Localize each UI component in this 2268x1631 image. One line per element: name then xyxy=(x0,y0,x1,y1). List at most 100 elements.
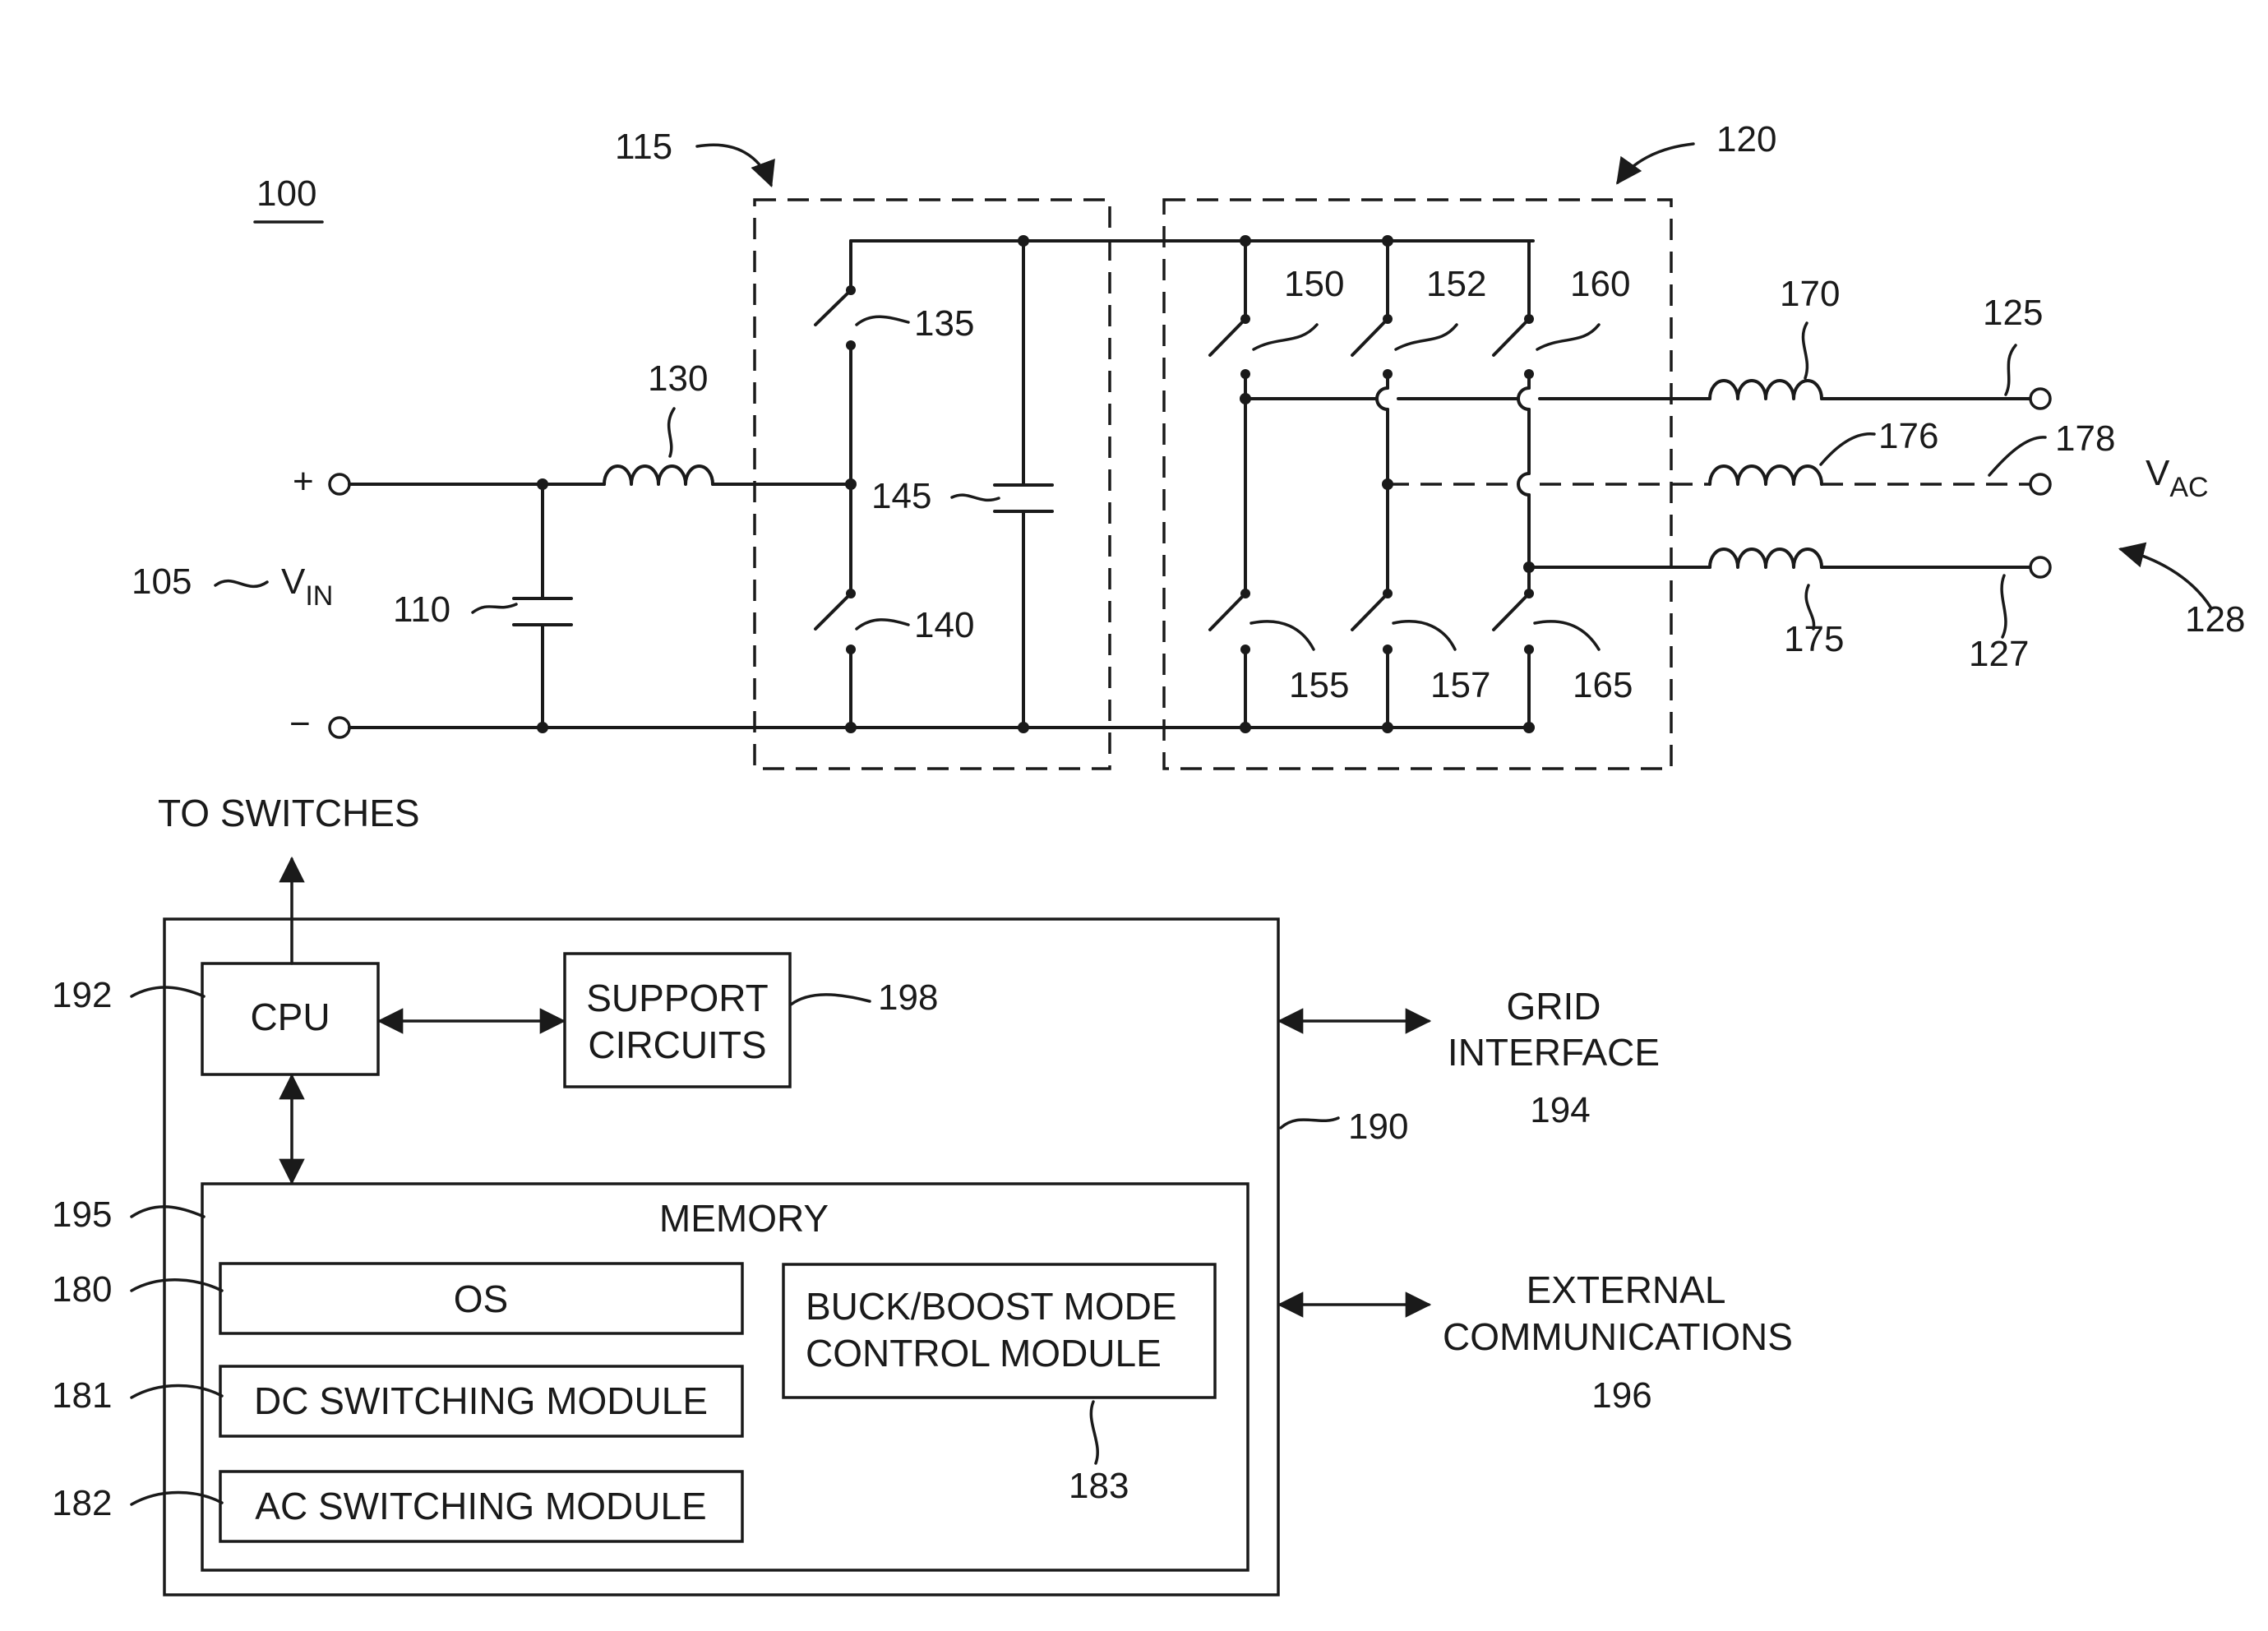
ac-switching-module-label: AC SWITCHING MODULE xyxy=(255,1485,706,1527)
node-leg2-bottom xyxy=(1382,722,1393,733)
link-cap-reference: 145 xyxy=(871,476,931,516)
terminal-127-reference: 127 xyxy=(1969,634,2029,674)
vac-reference: 128 xyxy=(2185,599,2245,640)
inductor-170-reference: 170 xyxy=(1780,274,1840,314)
terminal-127-leader xyxy=(2002,575,2006,637)
buck-boost-line-2: CONTROL MODULE xyxy=(806,1332,1162,1375)
inductor-176-leader xyxy=(1821,434,1874,464)
switch-152-leader xyxy=(1396,325,1457,349)
inverter-stage-arrow xyxy=(1618,144,1693,183)
terminal-125 xyxy=(2030,389,2050,409)
memory-label: MEMORY xyxy=(659,1197,829,1240)
switch-150-leader xyxy=(1254,325,1317,349)
switch-157-leader xyxy=(1393,621,1455,649)
cpu-label: CPU xyxy=(250,996,330,1038)
upper-switch-reference: 135 xyxy=(914,303,974,344)
link-cap-leader xyxy=(952,495,999,500)
vin-leader xyxy=(215,581,267,587)
lower-switch-blade xyxy=(815,594,851,629)
vin-reference: 105 xyxy=(132,561,192,602)
support-line-1: SUPPORT xyxy=(586,977,769,1019)
switch-150-reference: 150 xyxy=(1284,264,1344,304)
memory-leader xyxy=(132,1207,204,1217)
external-comm-line-1: EXTERNAL xyxy=(1527,1268,1726,1311)
minus-sign: − xyxy=(289,704,311,744)
boost-stage: 115 135 140 145 xyxy=(615,127,1533,769)
leg3-lower-blade xyxy=(1494,594,1529,630)
controller-reference: 190 xyxy=(1348,1107,1408,1147)
external-comm-reference: 196 xyxy=(1591,1375,1651,1416)
terminal-125-reference: 125 xyxy=(1983,293,2043,333)
node-leg3-bottom xyxy=(1523,722,1535,733)
node-boost-bottom xyxy=(845,722,857,733)
input-inductor xyxy=(604,466,713,484)
inductor-176 xyxy=(1710,466,1822,484)
lower-switch-reference: 140 xyxy=(914,605,974,645)
lower-switch-leader xyxy=(857,620,908,629)
plus-sign: + xyxy=(293,461,314,501)
buck-boost-line-1: BUCK/BOOST MODE xyxy=(806,1285,1177,1328)
external-comm-line-2: COMMUNICATIONS xyxy=(1443,1315,1793,1358)
os-leader xyxy=(132,1280,222,1291)
negative-input-terminal xyxy=(330,718,349,737)
switch-165-leader xyxy=(1535,621,1599,649)
controller-leader xyxy=(1281,1118,1338,1128)
cpu-leader xyxy=(132,987,204,996)
leg3-crossover-2 xyxy=(1518,474,1529,495)
boost-stage-reference: 115 xyxy=(615,127,672,167)
ac-module-leader xyxy=(132,1493,222,1505)
leg1-upper-blade xyxy=(1210,319,1245,355)
vin-label: VIN xyxy=(281,561,333,612)
support-leader xyxy=(791,995,870,1005)
boost-stage-arrow xyxy=(697,145,771,185)
support-circuits-block xyxy=(565,954,790,1087)
leg1-lower-blade xyxy=(1210,594,1245,630)
node-leg1-bottom xyxy=(1240,722,1251,733)
inductor-176-reference: 176 xyxy=(1878,416,1938,456)
switch-157-reference: 157 xyxy=(1430,665,1490,705)
dc-switching-module-label: DC SWITCHING MODULE xyxy=(254,1379,708,1422)
dc-module-reference: 181 xyxy=(52,1375,112,1416)
switch-160-reference: 160 xyxy=(1570,264,1630,304)
ac-module-reference: 182 xyxy=(52,1483,112,1523)
inverter-stage: 120 xyxy=(1164,119,1776,769)
switch-155-reference: 155 xyxy=(1289,665,1349,705)
output-filter: 170 125 176 178 175 127 VAC 128 xyxy=(1710,274,2245,674)
terminal-125-leader xyxy=(2006,345,2016,395)
memory-reference: 195 xyxy=(52,1194,112,1235)
figure-reference: 100 xyxy=(256,173,316,214)
dc-module-leader xyxy=(132,1386,222,1398)
inductor-170-leader xyxy=(1803,323,1807,378)
buck-boost-reference: 183 xyxy=(1069,1466,1129,1506)
positive-input-terminal xyxy=(330,474,349,494)
buck-boost-leader xyxy=(1091,1402,1097,1463)
os-label: OS xyxy=(454,1278,508,1320)
inverter-stage-reference: 120 xyxy=(1716,119,1776,159)
cap-in-reference: 110 xyxy=(393,589,450,630)
terminal-178-leader xyxy=(1989,437,2045,475)
upper-switch-leader xyxy=(857,316,908,325)
inductor-in-leader xyxy=(669,409,674,456)
switch-160-leader xyxy=(1537,325,1599,349)
controller: TO SWITCHES 190 CPU 192 SUPPORT CIRCUITS… xyxy=(52,792,1793,1595)
grid-interface-reference: 194 xyxy=(1530,1090,1590,1130)
switch-152-reference: 152 xyxy=(1426,264,1486,304)
os-reference: 180 xyxy=(52,1269,112,1310)
switch-155-leader xyxy=(1251,621,1314,649)
inductor-in-reference: 130 xyxy=(648,358,708,399)
grid-interface-line-1: GRID xyxy=(1507,985,1601,1028)
cpu-reference: 192 xyxy=(52,975,112,1015)
inductor-170 xyxy=(1710,381,1822,399)
terminal-178 xyxy=(2030,474,2050,494)
to-switches-label: TO SWITCHES xyxy=(158,792,420,834)
node-link-cap-bottom xyxy=(1018,722,1029,733)
support-reference: 198 xyxy=(878,977,938,1018)
upper-switch-blade xyxy=(815,290,851,325)
switch-165-reference: 165 xyxy=(1573,665,1633,705)
leg3-upper-blade xyxy=(1494,319,1529,355)
leg2-lower-blade xyxy=(1352,594,1388,630)
grid-interface-line-2: INTERFACE xyxy=(1448,1031,1660,1074)
vac-label: VAC xyxy=(2146,453,2209,503)
inductor-175 xyxy=(1710,549,1822,567)
